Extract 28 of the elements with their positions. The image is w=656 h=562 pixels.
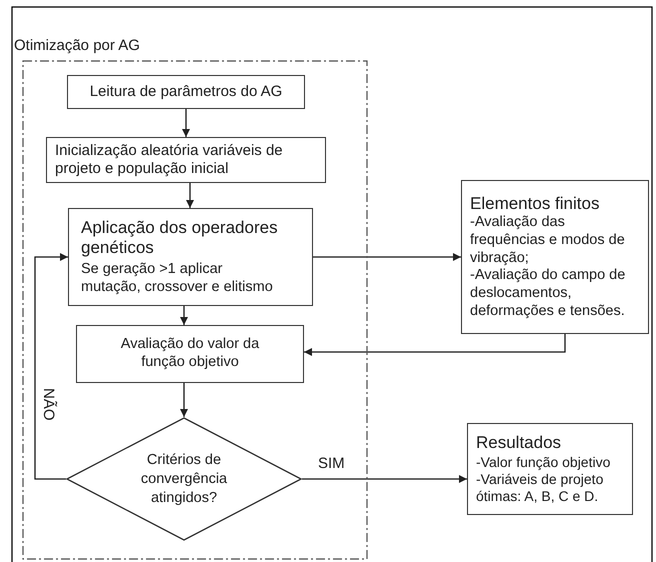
group-heading: Otimização por AG — [14, 37, 140, 54]
box-text: -Valor função objetivo — [476, 454, 612, 471]
process-box — [67, 75, 305, 109]
box-heading: Aplicação dos operadores genéticos — [81, 218, 279, 260]
arrow — [186, 183, 194, 208]
decision-diamond — [66, 417, 302, 541]
arrow — [34, 253, 68, 480]
arrow — [180, 383, 188, 417]
process-box — [68, 208, 313, 306]
box-text: -Avaliação das frequências e modos de vibração; — [470, 214, 626, 268]
arrow — [304, 334, 566, 356]
box-heading: Elementos finitos — [470, 194, 600, 214]
arrow — [313, 253, 461, 261]
decision-text: Critérios de convergência atingidos? — [140, 450, 228, 508]
arrow — [180, 306, 188, 325]
process-box — [76, 325, 304, 383]
box-text: Avaliação do valor da função objetivo — [120, 336, 260, 372]
arrow — [182, 109, 190, 137]
box-text: Leitura de parâmetros do AG — [88, 82, 284, 102]
box-text: Inicialização aleatória variáveis de projeto e população inicial — [55, 142, 284, 178]
process-box — [461, 180, 649, 334]
box-text: Se geração >1 aplicar mutação, crossover e elitismo — [81, 261, 274, 296]
box-text: -Variáveis de projeto ótimas: A, B, C e D. — [476, 470, 604, 505]
result-box — [467, 423, 633, 515]
box-heading: Resultados — [476, 433, 562, 454]
arrow — [302, 475, 467, 483]
box-text: -Avaliação do campo de deslocamentos, deformações e tensões. — [470, 267, 626, 320]
process-box — [46, 137, 326, 183]
